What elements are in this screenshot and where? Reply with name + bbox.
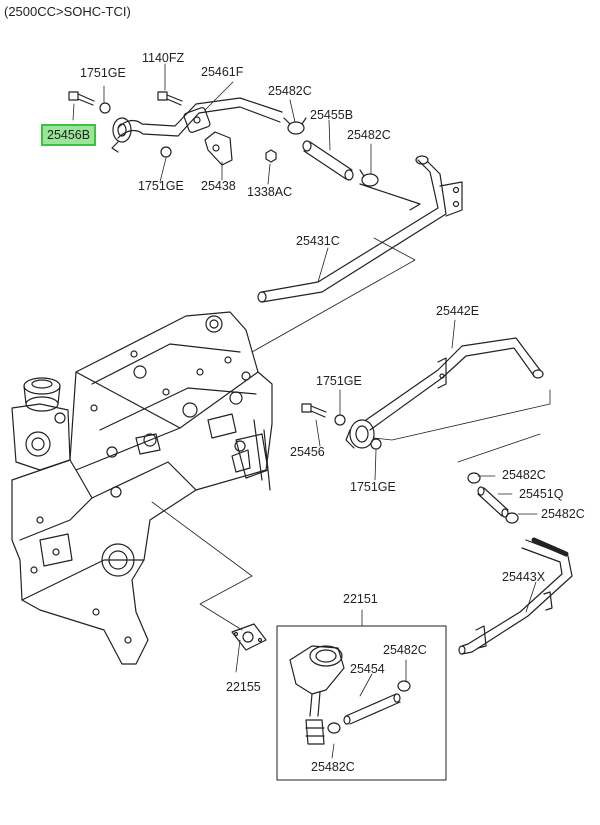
nut-1338AC — [265, 149, 277, 163]
engine-block — [11, 311, 273, 665]
label-25451Q[interactable]: 25451Q — [519, 487, 564, 501]
pipe-25443X — [458, 537, 573, 655]
pipe-25431C — [257, 155, 463, 303]
label-25456[interactable]: 25456 — [290, 445, 325, 459]
label-1751GE-d[interactable]: 1751GE — [350, 480, 396, 494]
header-engine-spec: (2500CC>SOHC-TCI) — [4, 4, 131, 19]
leader-lower — [151, 501, 253, 631]
label-25438[interactable]: 25438 — [201, 179, 236, 193]
pipe-25461F — [111, 97, 283, 153]
hose-25454 — [343, 693, 401, 725]
bolt-1140FZ — [157, 91, 183, 106]
clamp-25482C-c — [467, 472, 481, 484]
washer-1751GE-b — [160, 146, 172, 158]
pipe-25442E — [365, 337, 544, 431]
gasket-22155 — [231, 623, 267, 651]
label-25482C-f[interactable]: 25482C — [311, 760, 355, 774]
label-25455B[interactable]: 25455B — [310, 108, 354, 122]
label-25482C-a[interactable]: 25482C — [268, 84, 312, 98]
label-1751GE-a[interactable]: 1751GE — [80, 66, 126, 80]
bracket-25438 — [204, 131, 233, 166]
leader-lines — [72, 63, 538, 759]
label-25482C-d[interactable]: 25482C — [541, 507, 585, 521]
clamp-25482C-d — [505, 512, 519, 524]
label-25456B-highlighted[interactable]: 25456B — [41, 124, 97, 146]
flange-25442E — [345, 419, 375, 449]
clamp-25482C-e — [397, 680, 411, 692]
label-25443X[interactable]: 25443X — [502, 570, 546, 584]
leader-25442E — [373, 389, 551, 441]
clamp-25482C-a — [283, 117, 307, 135]
label-22151[interactable]: 22151 — [343, 592, 378, 606]
washer-1751GE-c — [334, 414, 346, 426]
label-25454[interactable]: 25454 — [350, 662, 385, 676]
label-25482C-e[interactable]: 25482C — [383, 643, 427, 657]
clamp-25482C-b — [359, 169, 379, 187]
label-25431C[interactable]: 25431C — [296, 234, 340, 248]
label-25482C-b[interactable]: 25482C — [347, 128, 391, 142]
box-22151 — [276, 625, 447, 781]
bolt-25456B — [68, 91, 95, 106]
label-1751GE-c[interactable]: 1751GE — [316, 374, 362, 388]
hose-25455B — [302, 140, 354, 181]
washer-1751GE-a — [99, 102, 111, 114]
clamp-25482C-f — [327, 722, 341, 734]
label-1751GE-b[interactable]: 1751GE — [138, 179, 184, 193]
label-1338AC[interactable]: 1338AC — [247, 185, 293, 199]
label-25442E[interactable]: 25442E — [436, 304, 480, 318]
label-25461F[interactable]: 25461F — [201, 65, 244, 79]
label-1140FZ[interactable]: 1140FZ — [142, 51, 185, 65]
label-25482C-c[interactable]: 25482C — [502, 468, 546, 482]
housing-22151 — [289, 645, 345, 745]
bolt-25456 — [301, 403, 327, 418]
hose-25451Q — [477, 486, 509, 518]
washer-1751GE-d — [370, 438, 382, 450]
label-22155[interactable]: 22155 — [226, 680, 261, 694]
